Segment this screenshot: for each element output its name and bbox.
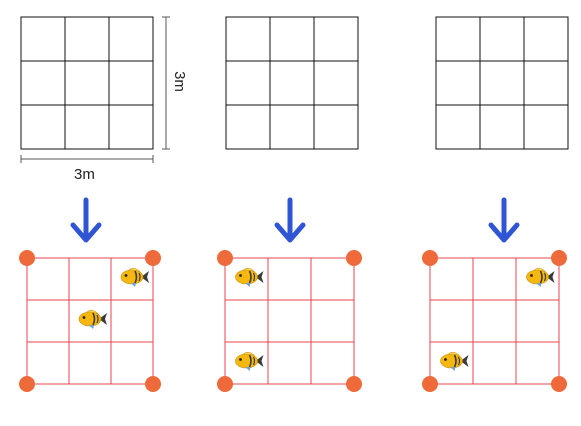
bottom-grid-1 [19, 250, 161, 392]
fish-stripe [138, 272, 141, 282]
fish-stripe [248, 354, 252, 368]
fish-stripe [134, 270, 138, 284]
down-arrow-icon [274, 197, 306, 243]
fish-tail [255, 355, 264, 367]
corner-dot-icon [346, 250, 362, 266]
dimension-markers [20, 16, 170, 163]
corner-dot-icon [217, 376, 233, 392]
bottom-grids [19, 250, 567, 392]
fish-eye [239, 358, 242, 361]
fish-stripe [453, 354, 457, 368]
top-grid-border [225, 16, 359, 150]
corner-dot-icon [145, 376, 161, 392]
corner-dot-icon [551, 376, 567, 392]
fish-stripe [543, 272, 547, 282]
fish-belly-fin [89, 325, 94, 329]
fish-tail [99, 313, 107, 325]
fish-stripe [539, 270, 543, 284]
fish-stripe [248, 270, 252, 284]
fish-icon [120, 267, 149, 287]
height-dimension-label: 3m [170, 71, 188, 92]
fish-eye [444, 358, 447, 361]
fish-stripe [96, 314, 99, 324]
fish-icon [440, 351, 469, 371]
fish-belly-fin [450, 367, 456, 371]
corner-dot-icon [422, 376, 438, 392]
fish-stripe [252, 356, 256, 366]
fish-icon [235, 351, 264, 371]
fish-stripe [252, 272, 256, 282]
down-arrow-icon [488, 197, 520, 243]
bottom-grid-border [26, 257, 154, 385]
corner-dot-icon [217, 250, 233, 266]
arrow-head [274, 222, 306, 243]
top-grids [20, 16, 569, 150]
fish-eye [239, 274, 242, 277]
fish-icon [235, 267, 264, 287]
fish-icon [78, 309, 107, 329]
fish-icon [526, 267, 555, 287]
corner-dot-icon [19, 376, 35, 392]
arrow-head [70, 222, 102, 243]
top-grid-3 [435, 16, 569, 150]
fish-tail [255, 271, 264, 283]
top-grid-2 [225, 16, 359, 150]
bottom-grid-border [429, 257, 560, 385]
top-grid-border [435, 16, 569, 150]
fish-belly-fin [245, 283, 251, 287]
fish-eye [530, 274, 533, 277]
fish-stripe [92, 312, 96, 326]
corner-dot-icon [551, 250, 567, 266]
fish-tail [546, 271, 555, 283]
fish-belly-fin [245, 367, 251, 371]
width-dimension-label: 3m [74, 166, 95, 183]
fish-belly-fin [131, 283, 136, 287]
fish-stripe [457, 356, 461, 366]
bottom-grid-border [224, 257, 355, 385]
corner-dot-icon [346, 376, 362, 392]
bottom-grid-2 [217, 250, 362, 392]
down-arrow-icon [70, 197, 102, 243]
arrows [70, 197, 520, 243]
fish-eye [82, 316, 86, 319]
fish-eye [124, 274, 128, 277]
top-grid-border [20, 16, 154, 150]
arrow-head [488, 222, 520, 243]
bottom-grid-3 [422, 250, 567, 392]
fish-belly-fin [536, 283, 542, 287]
corner-dot-icon [422, 250, 438, 266]
fish-tail [141, 271, 149, 283]
corner-dot-icon [145, 250, 161, 266]
fish-tail [460, 355, 469, 367]
corner-dot-icon [19, 250, 35, 266]
top-grid-1 [20, 16, 154, 150]
